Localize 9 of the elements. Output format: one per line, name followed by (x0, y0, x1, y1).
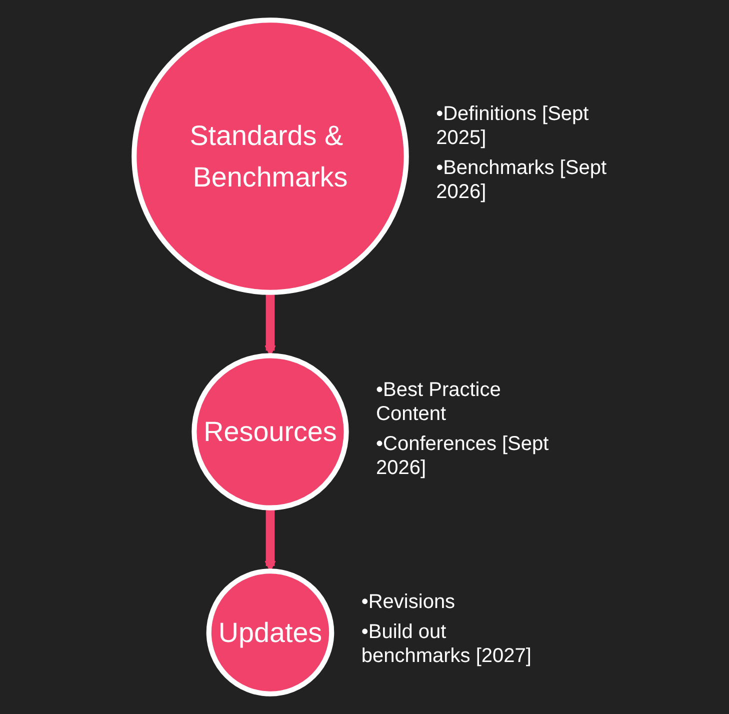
bullet-text: •Benchmarks [Sept 2026] (436, 156, 608, 204)
node-circle: Updates (206, 568, 334, 696)
bullet-text: •Conferences [Sept 2026] (376, 432, 550, 480)
bullet-text: •Best Practice Content (376, 378, 502, 426)
bullet-text: •Revisions (361, 590, 456, 614)
bullet-text: •Build out benchmarks [2027] (361, 620, 532, 668)
node-circle: Standards & Benchmarks (131, 18, 409, 295)
bullet-text: •Definitions [Sept 2025] (436, 102, 590, 150)
node-circle: Resources (191, 353, 349, 510)
